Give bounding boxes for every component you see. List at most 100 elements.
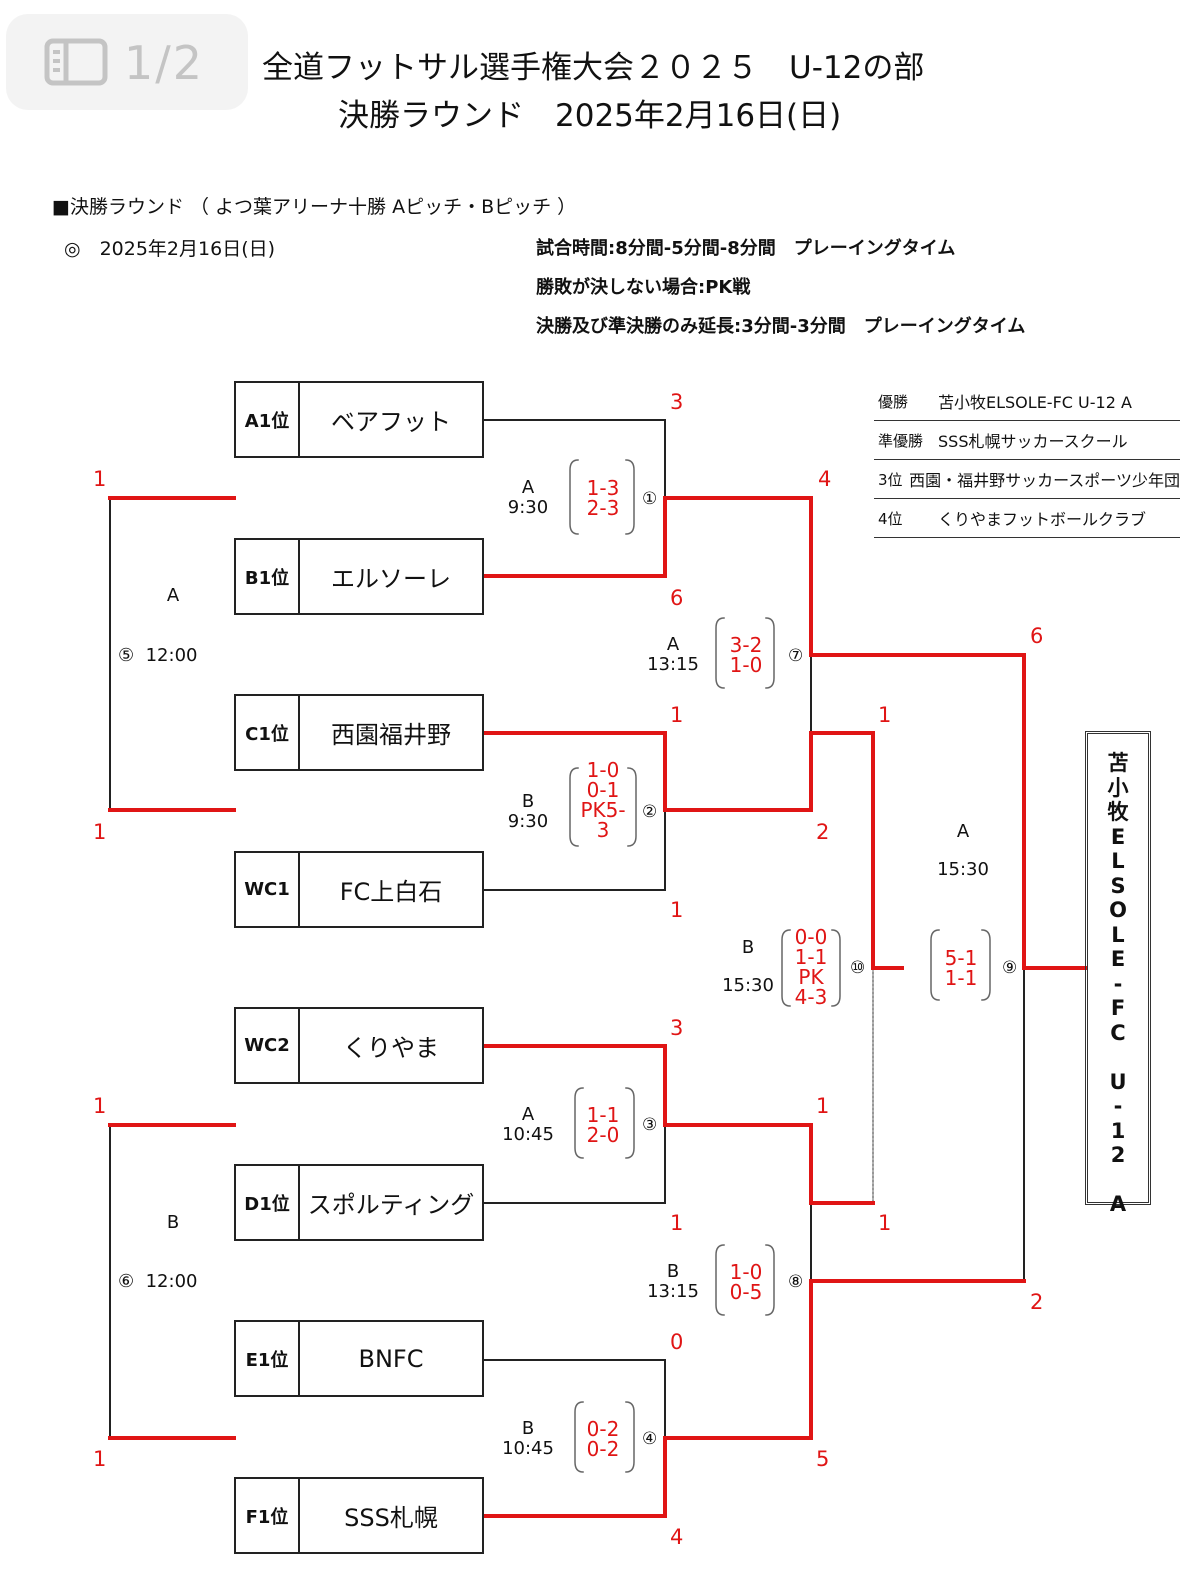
match-time: ⑤ 12:00 — [118, 645, 198, 666]
bracket-line — [483, 1124, 666, 1204]
match-pitch: A — [956, 821, 970, 842]
match-score: 1 — [93, 1447, 107, 1471]
match-score: 1 — [93, 820, 107, 844]
match-score: 2 — [1030, 1290, 1044, 1314]
team-name: FC上白石 — [339, 878, 443, 906]
match-time: ⑥ 12:00 — [118, 1271, 198, 1292]
match-number: ① — [642, 489, 658, 509]
match-number: ⑦ — [788, 646, 804, 666]
results-table: 優勝 苫小牧ELSOLE-FC U-12 A 準優勝 SSS札幌サッカースクール 3… — [874, 382, 1180, 538]
match-score: 1 — [670, 898, 684, 922]
rank-team: SSS札幌サッカースクール — [938, 432, 1128, 451]
winner-line — [482, 1044, 875, 1205]
team-name: ベアフット — [331, 408, 451, 436]
team-seed: D1位 — [236, 1166, 300, 1239]
match-score: 3 — [670, 390, 684, 414]
page-title: 全道フットサル選手権大会２０２５ U-12の部 — [262, 50, 925, 86]
match-number: ④ — [642, 1429, 658, 1449]
match-score: 6 — [1030, 624, 1044, 648]
team-box: E1位 BNFC — [234, 1320, 484, 1397]
match-number: ③ — [642, 1115, 658, 1135]
team-seed: F1位 — [236, 1479, 300, 1552]
match-number: ⑧ — [788, 1272, 804, 1292]
team-box: B1位 エルソーレ — [234, 538, 484, 615]
team-name: エルソーレ — [331, 565, 451, 593]
rank-team: 西園・福井野サッカースポーツ少年団 — [909, 471, 1180, 490]
team-seed: WC2 — [236, 1009, 300, 1082]
team-seed: WC1 — [236, 853, 300, 926]
bracket-line — [483, 419, 666, 499]
rule-line: 決勝及び準決勝のみ延長:3分間-3分間 プレーイングタイム — [536, 316, 1026, 337]
result-row: 準優勝 SSS札幌サッカースクール — [874, 421, 1180, 460]
page-indicator[interactable]: 1/2 — [6, 14, 248, 110]
team-seed: B1位 — [236, 540, 300, 613]
page-counter: 1/2 — [124, 36, 205, 90]
team-seed: A1位 — [236, 383, 300, 456]
match-score: 1 — [878, 1211, 892, 1235]
result-row: 3位西園・福井野サッカースポーツ少年団 — [874, 460, 1180, 499]
rank-label: 準優勝 — [878, 431, 924, 450]
team-name: BNFC — [358, 1344, 424, 1373]
match-score: 1 — [670, 1211, 684, 1235]
match-score: 0 — [670, 1330, 684, 1354]
match-score: 1 — [93, 467, 107, 491]
match-score: 1 — [93, 1094, 107, 1118]
sidebar-panel-icon — [44, 38, 108, 86]
rank-label: 4位 — [878, 509, 903, 528]
match-score: 1 — [878, 703, 892, 727]
rank-team: 苫小牧ELSOLE-FC U-12 A — [938, 393, 1132, 412]
match-score: 2 — [816, 820, 830, 844]
team-box: F1位 SSS札幌 — [234, 1477, 484, 1554]
winner-line — [482, 1279, 1026, 1518]
rule-line: 勝敗が決しない場合:PK戦 — [536, 277, 751, 298]
page-subtitle: 決勝ラウンド 2025年2月16日(日) — [338, 98, 842, 134]
match-score: 4 — [818, 467, 832, 491]
team-box: WC2 くりやま — [234, 1007, 484, 1084]
venue-text: ■決勝ラウンド （ よつ葉アリーナ十勝 Aピッチ・Bピッチ ） — [52, 196, 577, 218]
rank-label: 優勝 — [878, 392, 909, 411]
match-score: 1 — [670, 703, 684, 727]
team-name: SSS札幌 — [344, 1504, 438, 1532]
winner-line — [482, 496, 1087, 970]
match-score: 5 — [816, 1447, 830, 1471]
rank-team: くりやまフットボールクラブ — [938, 510, 1147, 529]
match-score: 1 — [816, 1094, 830, 1118]
match-score: 4 — [670, 1525, 684, 1549]
rank-label: 3位 — [878, 470, 903, 489]
match-number: ⑩ — [850, 958, 866, 978]
match-time: 15:30 — [937, 859, 989, 880]
bracket-line — [483, 1359, 666, 1439]
team-name: くりやま — [343, 1034, 439, 1062]
match-number: ② — [642, 802, 658, 822]
team-name: 西園福井野 — [331, 721, 451, 749]
team-seed: E1位 — [236, 1322, 300, 1395]
team-box: D1位スポルティング — [234, 1164, 484, 1241]
match-score: 6 — [670, 586, 684, 610]
team-box: A1位 ベアフット — [234, 381, 484, 458]
winner-line — [482, 731, 904, 970]
result-row: 優勝 苫小牧ELSOLE-FC U-12 A — [874, 382, 1180, 421]
rule-line: 試合時間:8分間-5分間-8分間 プレーイングタイム — [536, 238, 956, 259]
match-pitch: B — [166, 1212, 180, 1233]
team-name: スポルティング — [307, 1191, 475, 1219]
match-pitch: A — [166, 585, 180, 606]
team-seed: C1位 — [236, 696, 300, 769]
date-text: ◎ 2025年2月16日(日) — [64, 238, 276, 260]
team-box: C1位 西園福井野 — [234, 694, 484, 771]
team-box: WC1 FC上白石 — [234, 851, 484, 928]
